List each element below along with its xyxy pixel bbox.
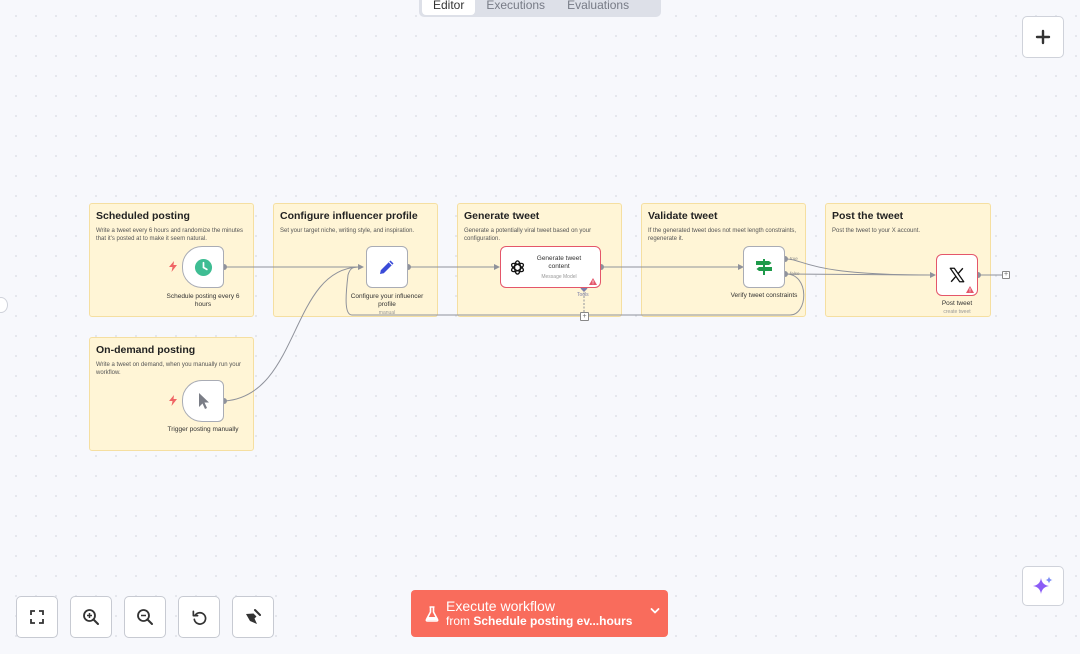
zoom-in-button[interactable] bbox=[70, 596, 112, 638]
openai-icon bbox=[510, 259, 525, 275]
sticky-on-demand-posting[interactable]: On-demand posting Write a tweet on deman… bbox=[89, 337, 254, 451]
node-label: Configure your influencer profile bbox=[350, 293, 424, 308]
node-configure-profile[interactable] bbox=[366, 246, 408, 288]
execute-workflow-button[interactable]: Execute workflow from Schedule posting e… bbox=[411, 590, 668, 637]
sticky-text: If the generated tweet does not meet len… bbox=[648, 228, 797, 242]
edge-verify-false-loop bbox=[345, 266, 805, 316]
undo-icon bbox=[192, 610, 206, 625]
sticky-title: Configure influencer profile bbox=[280, 210, 418, 222]
pencil-icon bbox=[380, 260, 394, 274]
broom-icon bbox=[246, 609, 261, 624]
trigger-bolt-icon bbox=[169, 395, 177, 406]
node-subtitle: Message Model bbox=[541, 273, 577, 280]
arrow-configure-in bbox=[358, 264, 364, 270]
arrow-verify-in bbox=[738, 264, 744, 270]
execute-title: Execute workflow bbox=[446, 598, 555, 614]
sparkle-icon bbox=[1033, 576, 1053, 594]
flask-icon bbox=[425, 605, 439, 622]
zoom-out-icon bbox=[137, 609, 153, 625]
fit-view-button[interactable] bbox=[16, 596, 58, 638]
edge-verify-true-post bbox=[785, 258, 931, 276]
warning-icon bbox=[589, 278, 597, 285]
plus-icon bbox=[1035, 29, 1051, 45]
output-label-true: true bbox=[790, 256, 798, 261]
clock-icon bbox=[194, 258, 212, 276]
chevron-down-icon[interactable] bbox=[650, 607, 660, 615]
tidy-up-button[interactable] bbox=[232, 596, 274, 638]
node-post-tweet[interactable] bbox=[936, 254, 978, 296]
node-label: Schedule posting every 6 hours bbox=[166, 293, 240, 308]
node-generate-tweet[interactable]: Generate tweet content Message Model bbox=[500, 246, 601, 288]
cursor-icon bbox=[199, 393, 209, 409]
execute-subtitle: from Schedule posting ev...hours bbox=[446, 614, 632, 629]
arrow-generate-in bbox=[494, 264, 500, 270]
edge-verify-false-post bbox=[785, 273, 931, 276]
signpost-icon bbox=[756, 259, 772, 275]
warning-icon bbox=[966, 286, 974, 293]
ai-assistant-button[interactable] bbox=[1022, 566, 1064, 606]
node-verify-constraints[interactable] bbox=[743, 246, 785, 288]
x-logo-icon bbox=[949, 267, 965, 283]
sticky-text: Set your target niche, writing style, an… bbox=[280, 228, 415, 234]
sticky-text: Write a tweet every 6 hours and randomiz… bbox=[96, 228, 243, 242]
node-schedule-trigger[interactable] bbox=[182, 246, 224, 288]
sticky-text: Generate a potentially viral tweet based… bbox=[464, 228, 592, 242]
sticky-text: Write a tweet on demand, when you manual… bbox=[96, 362, 241, 376]
node-manual-trigger[interactable] bbox=[182, 380, 224, 422]
node-label: Generate tweet content bbox=[536, 254, 582, 270]
sticky-title: On-demand posting bbox=[96, 344, 196, 356]
arrow-post-in bbox=[930, 272, 936, 278]
trigger-bolt-icon bbox=[169, 261, 177, 272]
node-subtitle: create tweet bbox=[943, 309, 971, 315]
sticky-title: Generate tweet bbox=[464, 210, 540, 222]
edge-manual-configure bbox=[224, 266, 359, 402]
view-tabs: Editor Executions Evaluations bbox=[419, 0, 661, 17]
sticky-scheduled-posting[interactable]: Scheduled posting Write a tweet every 6 … bbox=[89, 203, 254, 317]
execute-sub-prefix: from bbox=[446, 614, 474, 628]
sticky-title: Scheduled posting bbox=[96, 210, 190, 222]
sticky-title: Post the tweet bbox=[832, 210, 904, 222]
add-node-button[interactable] bbox=[1022, 16, 1064, 58]
sticky-configure-profile[interactable]: Configure influencer profile Set your ta… bbox=[273, 203, 438, 317]
add-next-node-button[interactable]: + bbox=[1002, 271, 1010, 279]
tab-editor[interactable]: Editor bbox=[422, 0, 476, 15]
node-label: Post tweet bbox=[941, 300, 973, 307]
output-label-false: false bbox=[790, 271, 800, 276]
sticky-title: Validate tweet bbox=[648, 210, 718, 222]
sticky-text: Post the tweet to your X account. bbox=[832, 228, 921, 234]
execute-text: Execute workflow from Schedule posting e… bbox=[446, 598, 632, 629]
node-text: Generate tweet content Message Model bbox=[532, 255, 586, 280]
node-subtitle: manual bbox=[378, 310, 396, 316]
tab-evaluations[interactable]: Evaluations bbox=[567, 0, 630, 12]
zoom-in-icon bbox=[83, 609, 99, 625]
fit-view-icon bbox=[30, 610, 44, 624]
node-label: Verify tweet constraints bbox=[730, 292, 798, 299]
sticky-validate-tweet[interactable]: Validate tweet If the generated tweet do… bbox=[641, 203, 806, 317]
node-label: Trigger posting manually bbox=[167, 426, 239, 433]
reset-zoom-button[interactable] bbox=[178, 596, 220, 638]
tools-label: Tools bbox=[577, 292, 589, 298]
tab-executions[interactable]: Executions bbox=[486, 0, 546, 12]
add-tool-button[interactable]: + bbox=[580, 312, 589, 321]
zoom-out-button[interactable] bbox=[124, 596, 166, 638]
execute-sub-target: Schedule posting ev...hours bbox=[473, 614, 633, 628]
